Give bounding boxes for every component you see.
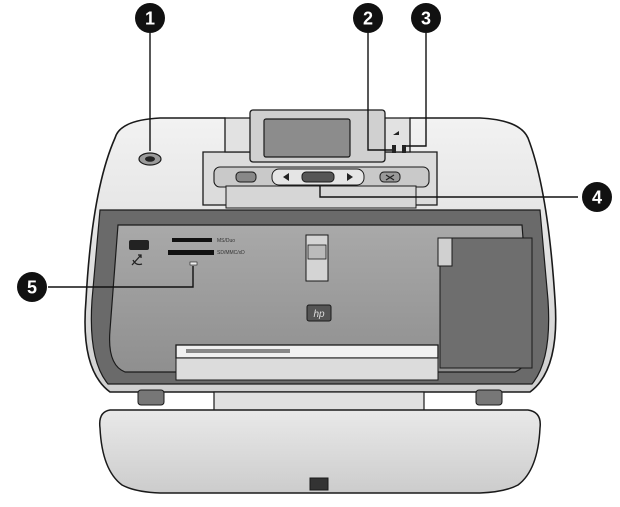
svg-text:1: 1 — [145, 9, 155, 29]
callout-3: 3 — [411, 3, 441, 33]
front-recess: MS/Duo SD/MMC/xD hp — [108, 224, 533, 381]
power-button[interactable] — [138, 152, 162, 166]
camera-port[interactable] — [129, 240, 149, 250]
tray-handle[interactable] — [309, 477, 329, 491]
callout-5: 5 — [17, 272, 47, 302]
left-arrow-icon[interactable] — [283, 173, 289, 181]
red-eye-light — [392, 145, 396, 153]
hp-logo: hp — [306, 304, 332, 322]
battery-icon — [393, 131, 399, 135]
svg-text:5: 5 — [27, 278, 37, 298]
lcd-screen — [263, 118, 351, 158]
menu-button[interactable] — [235, 171, 257, 183]
memory-card-slots[interactable]: MS/Duo SD/MMC/xD — [168, 238, 245, 266]
left-foot — [137, 389, 165, 406]
output-tray[interactable] — [98, 391, 541, 494]
battery-light — [402, 145, 406, 153]
callout-2: 2 — [353, 3, 383, 33]
svg-text:4: 4 — [592, 188, 602, 208]
right-arrow-icon[interactable] — [347, 173, 353, 181]
pictbridge-icon — [131, 254, 143, 266]
callout-4: 4 — [582, 182, 612, 212]
callout-leaders — [48, 33, 578, 288]
svg-text:2: 2 — [363, 9, 373, 29]
print-button[interactable] — [301, 171, 335, 183]
cancel-icon — [385, 174, 395, 181]
slot-label-bottom: SD/MMC/xD — [217, 250, 245, 256]
right-door-panel — [439, 237, 533, 369]
svg-text:hp: hp — [313, 309, 325, 320]
slot-ms[interactable] — [172, 238, 212, 242]
svg-text:3: 3 — [421, 9, 431, 29]
right-foot — [475, 389, 503, 406]
memory-card-light — [189, 261, 198, 266]
slot-sd[interactable] — [168, 250, 214, 255]
slot-label-top: MS/Duo — [217, 238, 235, 244]
callout-1: 1 — [135, 3, 165, 33]
button-strip — [213, 166, 430, 209]
